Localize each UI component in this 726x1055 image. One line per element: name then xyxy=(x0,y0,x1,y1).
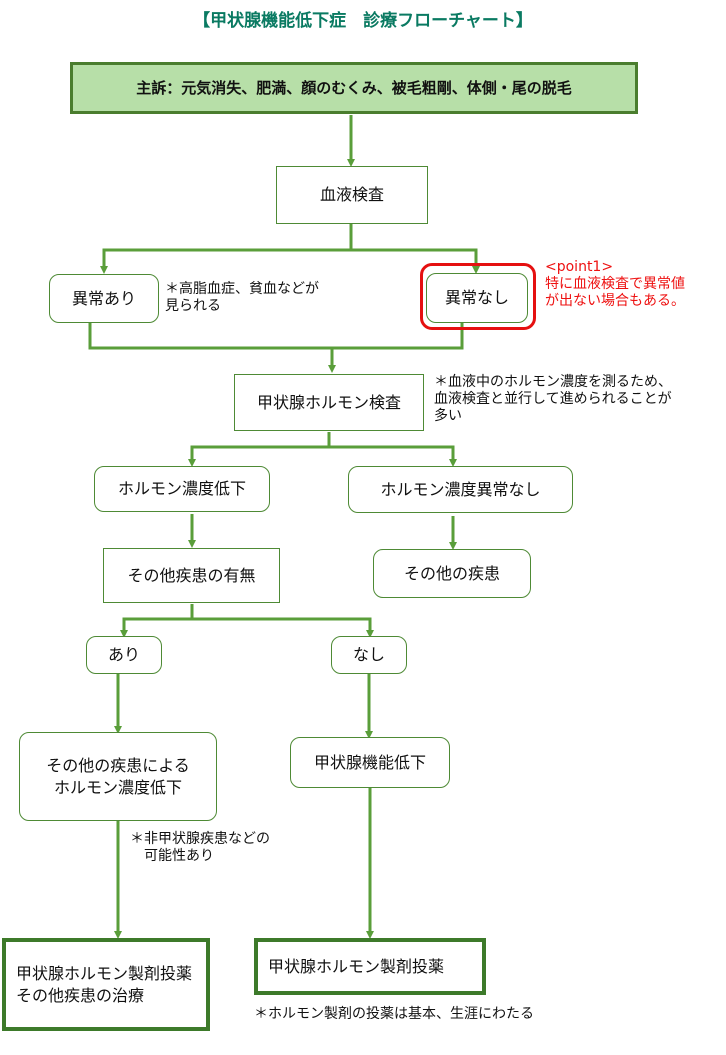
note-line: ＊血液中のホルモン濃度を測るため、 xyxy=(434,374,672,390)
arrow-check-to-no xyxy=(192,617,374,638)
arrow-hormone-to-normal xyxy=(329,445,457,467)
hormone-test-label: 甲状腺ホルモン検査 xyxy=(256,392,401,412)
node-other-disease-check: その他疾患の有無 xyxy=(103,548,280,603)
arrow-blood-to-abnormal xyxy=(100,224,353,274)
node-hypothyroid: 甲状腺機能低下 xyxy=(290,737,450,788)
low-due-other-line1: その他の疾患による xyxy=(46,755,190,775)
node-abnormal: 異常あり xyxy=(49,274,159,323)
node-treat-both: 甲状腺ホルモン製剤投薬 その他疾患の治療 xyxy=(2,938,210,1031)
treat-both-line2: その他疾患の治療 xyxy=(16,985,145,1005)
yes-label: あり xyxy=(107,645,140,665)
abnormal-label: 異常あり xyxy=(71,288,136,308)
no-label: なし xyxy=(352,645,385,665)
point1-highlight xyxy=(420,263,536,330)
arrow-hormone-to-low xyxy=(188,432,331,467)
node-hormone-low: ホルモン濃度低下 xyxy=(94,466,270,512)
hypothyroid-label: 甲状腺機能低下 xyxy=(313,752,426,772)
note-line: 血液検査と並行して進められることが xyxy=(434,390,672,407)
note-line: ＊ホルモン製剤の投薬は基本、生涯にわたる xyxy=(254,1006,534,1022)
node-no: なし xyxy=(331,636,407,674)
other-disease-label: その他の疾患 xyxy=(403,563,500,583)
chart-title: 【甲状腺機能低下症 診療フローチャート】 xyxy=(193,11,533,31)
low-due-other-line2: ホルモン濃度低下 xyxy=(53,777,182,797)
note-line: 多い xyxy=(434,407,462,424)
node-yes: あり xyxy=(86,636,162,674)
other-disease-check-label: その他疾患の有無 xyxy=(127,565,256,585)
note-line: が出ない場合もある。 xyxy=(545,292,685,309)
node-hormone-test: 甲状腺ホルモン検査 xyxy=(234,374,424,431)
note-line: ＊高脂血症、貧血などが xyxy=(165,281,319,297)
node-normal: 異常なし xyxy=(426,273,528,323)
node-blood-test: 血液検査 xyxy=(276,166,428,224)
arrow-check-to-yes xyxy=(120,604,194,638)
note-line: ＊非甲状腺疾患などの xyxy=(130,831,270,847)
hormone-normal-label: ホルモン濃度異常なし xyxy=(380,479,541,499)
note-lifelong: ＊ホルモン製剤の投薬は基本、生涯にわたる xyxy=(254,1006,534,1023)
note-line: 見られる xyxy=(165,297,221,314)
hormone-low-label: ホルモン濃度低下 xyxy=(117,479,246,499)
note-point1: <point1> 特に血液検査で異常値 が出ない場合もある。 xyxy=(545,259,685,309)
note-line: 特に血液検査で異常値 xyxy=(545,275,685,292)
treat-hormone-label: 甲状腺ホルモン製剤投薬 xyxy=(268,956,445,976)
node-other-disease: その他の疾患 xyxy=(373,549,531,598)
normal-label: 異常なし xyxy=(444,288,509,308)
node-chief-complaint: 主訴：元気消失、肥満、顔のむくみ、被毛粗剛、体側・尾の脱毛 xyxy=(70,62,638,114)
point1-label: <point1> xyxy=(545,259,614,275)
treat-both-line1: 甲状腺ホルモン製剤投薬 xyxy=(16,963,193,983)
note-line: 可能性あり xyxy=(144,847,214,864)
chief-complaint-label: 主訴：元気消失、肥満、顔のむくみ、被毛粗剛、体側・尾の脱毛 xyxy=(136,78,572,97)
line-abnormal-merge xyxy=(88,323,464,350)
node-treat-hormone: 甲状腺ホルモン製剤投薬 xyxy=(254,938,486,995)
note-nonthyroid: ＊非甲状腺疾患などの 可能性あり xyxy=(130,831,270,865)
node-low-due-other: その他の疾患による ホルモン濃度低下 xyxy=(19,732,217,821)
note-abnormal: ＊高脂血症、貧血などが 見られる xyxy=(165,281,319,315)
blood-test-label: 血液検査 xyxy=(319,185,384,205)
note-hormone-test: ＊血液中のホルモン濃度を測るため、 血液検査と並行して進められることが 多い xyxy=(434,374,672,424)
node-hormone-normal: ホルモン濃度異常なし xyxy=(348,466,573,513)
